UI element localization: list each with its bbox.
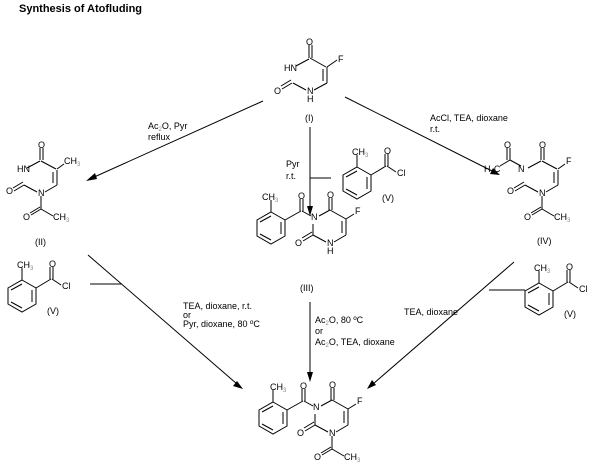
conditions-II-to-product: TEA, dioxane, r.t. or Pyr, dioxane, 80 º… <box>183 301 260 329</box>
condition-text: Ac2O, 80 ºC <box>315 315 364 327</box>
atom-Cl: Cl <box>397 168 406 178</box>
atom-N: N <box>327 238 334 248</box>
atom-O: O <box>274 86 281 96</box>
condition-text: r.t. <box>430 124 440 134</box>
atom-N: N <box>313 402 320 412</box>
compound-label-I: (I) <box>305 113 314 123</box>
atom-O: O <box>38 140 45 150</box>
reagent-V-left: CH3 O Cl (V) <box>7 259 71 316</box>
arrow-III-to-product <box>307 302 313 382</box>
compound-II: O HN CH3 O N O CH3 (II) <box>6 140 81 247</box>
atom-O: O <box>384 146 391 156</box>
atom-CH3: CH3 <box>344 452 361 464</box>
condition-text: reflux <box>148 132 171 142</box>
atom-O: O <box>23 212 30 222</box>
atom-N: N <box>311 212 318 222</box>
condition-text: or <box>183 310 191 320</box>
condition-text: Ac2O, Pyr <box>148 121 187 133</box>
atom-CH3: CH3 <box>17 260 34 272</box>
atom-O: O <box>306 37 313 47</box>
atom-O: O <box>327 190 334 200</box>
atom-O: O <box>507 186 514 196</box>
condition-text: AcCl, TEA, dioxane <box>430 113 508 123</box>
atom-CH3: CH3 <box>534 263 551 275</box>
conditions-III-to-product: Ac2O, 80 ºC or Ac2O, TEA, dioxane <box>315 315 395 349</box>
atom-HN: HN <box>17 164 30 174</box>
atom-N: N <box>539 188 546 198</box>
atom-O: O <box>504 140 511 150</box>
atom-CH3: CH3 <box>64 156 81 168</box>
atom-O: O <box>566 262 573 272</box>
reagent-V-top: CH3 O Cl (V) <box>342 146 406 203</box>
compound-label-III: (III) <box>300 283 314 293</box>
atom-CH3: CH3 <box>262 192 279 204</box>
condition-text: Pyr, dioxane, 80 ºC <box>183 319 260 329</box>
arrow-I-to-II <box>86 100 264 181</box>
condition-text: TEA, dioxane, r.t. <box>183 301 252 311</box>
atom-O: O <box>524 212 531 222</box>
atom-CH3: CH3 <box>554 212 571 224</box>
reagent-V-right: CH3 O Cl (V) <box>524 262 588 319</box>
compound-label-II: (II) <box>35 237 46 247</box>
condition-text: TEA, dioxane <box>404 307 458 317</box>
conditions-IV-to-product: TEA, dioxane <box>404 307 458 317</box>
condition-text: r.t. <box>286 171 296 181</box>
atom-Cl: Cl <box>62 281 71 291</box>
atom-O: O <box>539 140 546 150</box>
atom-O: O <box>297 428 304 438</box>
condition-text: Ac2O, TEA, dioxane <box>315 337 395 349</box>
compound-IV: O O H3C N F O N O CH3 (IV) <box>484 140 572 246</box>
compound-product: CH3 O O N F O N O CH3 <box>258 380 363 464</box>
compound-label-V: (V) <box>382 193 394 203</box>
atom-CH3: CH3 <box>270 382 287 394</box>
condition-text: Pyr <box>286 159 300 169</box>
atom-O: O <box>295 238 302 248</box>
atom-Cl: Cl <box>579 284 588 294</box>
conditions-I-to-II: Ac2O, Pyr reflux <box>148 121 187 142</box>
condition-text: or <box>315 326 323 336</box>
compound-I: O HN F O N H (I) <box>274 37 344 123</box>
atom-H: H <box>327 246 334 256</box>
atom-O: O <box>300 381 307 391</box>
atom-N: N <box>329 428 336 438</box>
arrow-I-to-IV <box>344 96 500 175</box>
atom-F: F <box>566 156 572 166</box>
atom-CH3: CH3 <box>352 147 369 159</box>
atom-N: N <box>518 164 525 174</box>
atom-F: F <box>338 54 344 64</box>
conditions-I-to-IV: AcCl, TEA, dioxane r.t. <box>430 113 508 134</box>
scheme-title: Synthesis of Atofluding <box>19 3 142 15</box>
atom-O: O <box>329 380 336 390</box>
atom-N: N <box>38 188 45 198</box>
atom-H: H <box>307 94 314 104</box>
atom-CH3: CH3 <box>53 212 70 224</box>
atom-F: F <box>357 396 363 406</box>
compound-III: CH3 O O N F O N H (III) <box>256 190 361 293</box>
arrow-II-to-product <box>87 254 243 389</box>
atom-F: F <box>355 206 361 216</box>
atom-O: O <box>314 452 321 462</box>
atom-N: N <box>307 86 314 96</box>
atom-O: O <box>49 259 56 269</box>
atom-O: O <box>6 186 13 196</box>
compound-label-V: (V) <box>564 309 576 319</box>
atom-O: O <box>298 191 305 201</box>
arrow-IV-to-product <box>367 261 525 389</box>
arrow-I-to-III <box>307 127 331 216</box>
conditions-I-to-III: Pyr r.t. <box>286 159 300 181</box>
compound-label-V: (V) <box>47 306 59 316</box>
compound-label-IV: (IV) <box>537 236 552 246</box>
atom-HN: HN <box>284 63 297 73</box>
